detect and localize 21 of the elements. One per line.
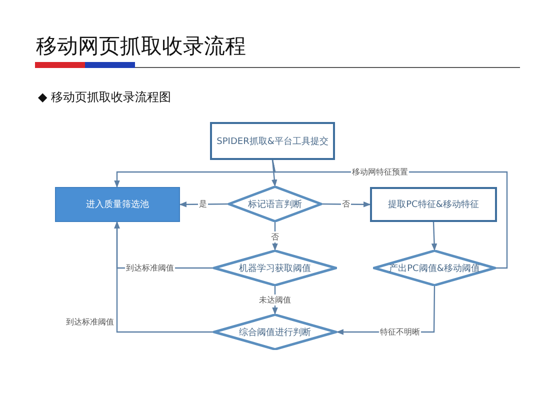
edge-label: 特征不明晰: [379, 326, 421, 338]
edge-label: 未达阈值: [258, 294, 292, 306]
decision-diamond: 综合阈值进行判断: [213, 314, 337, 350]
edge-label: 否: [270, 232, 280, 242]
process-box: SPIDER抓取&平台工具提交: [210, 122, 335, 160]
decision-diamond: 产出PC阈值&移动阈值: [373, 250, 496, 286]
connector-arrow: [272, 160, 278, 187]
process-box: 提取PC特征&移动特征: [370, 187, 497, 222]
decision-diamond: 标记语言判断: [228, 186, 322, 222]
edge-label: 到达标准阈值: [65, 316, 115, 328]
edge-label: 到达标准阈值: [125, 262, 175, 274]
process-box: 进入质量筛选池: [55, 187, 180, 222]
title: 移动网页抓取收录流程: [36, 33, 246, 60]
connector-arrow: [322, 202, 371, 208]
decision-diamond: 机器学习获取阈值: [213, 250, 337, 286]
edge-label: 否: [341, 198, 351, 210]
edge-label: 是: [198, 198, 208, 210]
subtitle: ◆ 移动页抓取收录流程图: [38, 89, 172, 106]
connector-arrow: [431, 222, 438, 251]
connector-arrow: [114, 221, 213, 333]
edge-label: 移动网特征预置: [351, 166, 409, 178]
